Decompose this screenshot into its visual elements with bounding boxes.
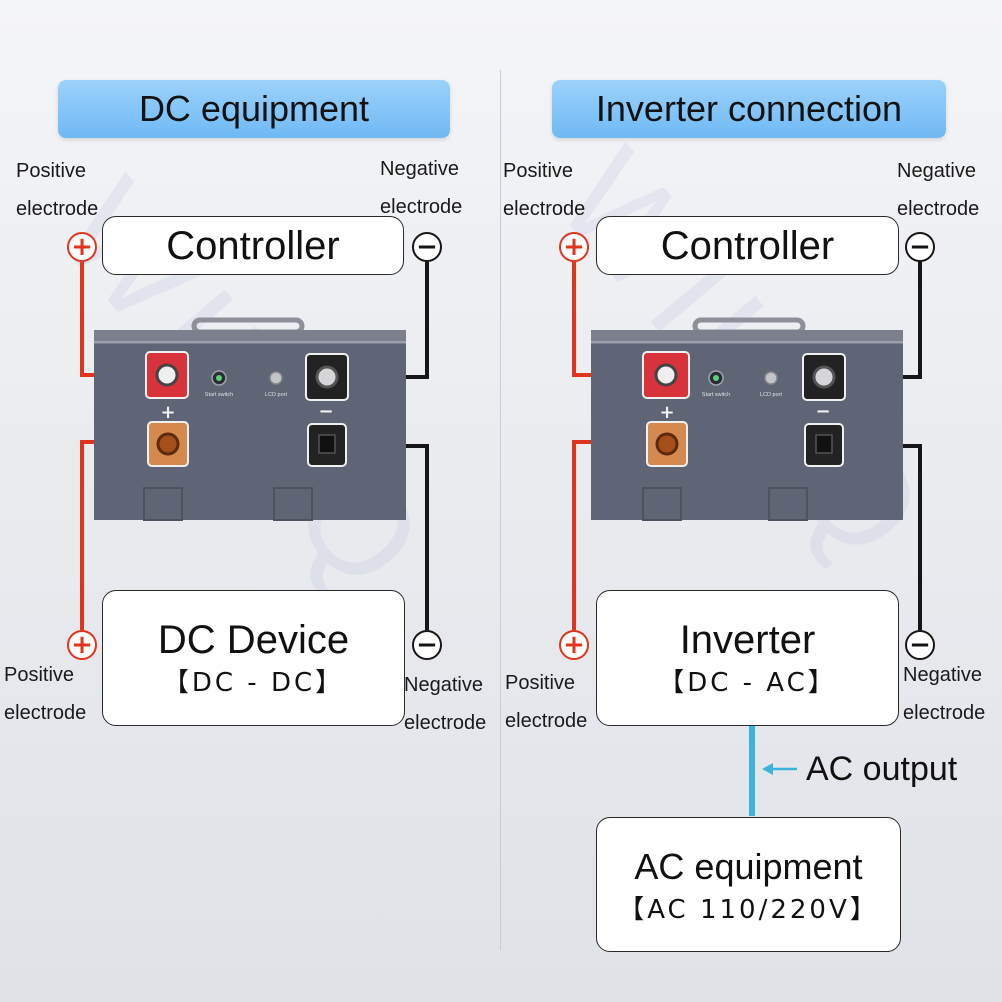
battery-image: Start switch LCD port + − (94, 317, 406, 521)
positive-symbol-icon: + (559, 232, 589, 262)
bottom-positive-label: Positive electrode (505, 672, 588, 732)
battery-minus-label: − (318, 401, 333, 422)
ac-arrow-head (762, 763, 773, 775)
dc-device-title: DC Device (157, 618, 350, 662)
panel-divider (500, 70, 501, 950)
dc-device-subtitle: 【DC - DC】 (162, 668, 345, 698)
battery-image: Start switch LCD port + − (591, 317, 903, 521)
top-positive-label: Positive electrode (503, 160, 586, 220)
battery-minus-label: − (815, 401, 830, 422)
negative-symbol-icon: − (905, 232, 935, 262)
lcd-port-label: LCD port (265, 392, 287, 398)
top-positive-label: Positive electrode (16, 160, 99, 220)
bottom-positive-label: Positive electrode (4, 664, 87, 724)
negative-symbol-icon: − (905, 630, 935, 660)
negative-symbol-icon: − (412, 232, 442, 262)
top-negative-label: Negative electrode (897, 160, 980, 220)
bottom-negative-label: Negative electrode (404, 674, 487, 734)
panel-dc-equipment: DC equipment Positive electrode Negative… (4, 80, 487, 734)
start-switch-label: Start switch (205, 392, 233, 398)
battery-plus-label: + (160, 402, 175, 423)
controller-label: Controller (660, 223, 835, 268)
panel-inverter-connection: Inverter connection Positive electrode N… (501, 0, 1002, 1002)
inverter-subtitle: 【DC - AC】 (658, 668, 837, 698)
start-switch-label: Start switch (702, 392, 730, 398)
inverter-title: Inverter (679, 618, 816, 662)
ac-equipment-title: AC equipment (634, 845, 863, 887)
ac-equipment-box: AC equipment 【AC 110/220V】 (596, 817, 901, 952)
positive-symbol-icon: + (67, 232, 97, 262)
positive-symbol-icon: + (67, 630, 97, 660)
negative-symbol-icon: − (412, 630, 442, 660)
inverter-box: Inverter 【DC - AC】 (596, 590, 899, 726)
section-title-dc: DC equipment (58, 80, 450, 138)
lcd-port-label: LCD port (760, 392, 782, 398)
bottom-negative-label: Negative electrode (903, 664, 986, 724)
controller-box: Controller (102, 216, 404, 275)
positive-symbol-icon: + (559, 630, 589, 660)
controller-box: Controller (596, 216, 899, 275)
section-title-inverter: Inverter connection (552, 80, 946, 138)
controller-label: Controller (166, 223, 340, 268)
ac-output-label: AC output (806, 750, 958, 788)
battery-plus-label: + (659, 402, 674, 423)
dc-device-box: DC Device 【DC - DC】 (102, 590, 405, 726)
ac-equipment-subtitle: 【AC 110/220V】 (618, 894, 879, 925)
top-negative-label: Negative electrode (380, 158, 463, 218)
